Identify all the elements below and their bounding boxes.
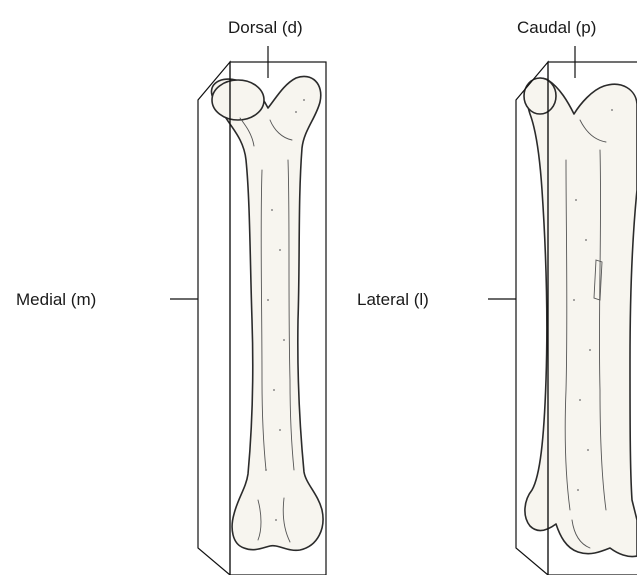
left-femur-view: Dorsal (d) Medial (m) [16, 18, 326, 575]
right-side-label: Lateral (l) [357, 290, 429, 309]
right-femur-view: Caudal (p) Lateral (l) [357, 18, 637, 575]
left-femur-drawing [211, 76, 323, 550]
right-femur-drawing [524, 78, 637, 557]
left-side-plane [198, 62, 230, 575]
left-top-label: Dorsal (d) [228, 18, 303, 37]
left-side-label: Medial (m) [16, 290, 96, 309]
right-top-label: Caudal (p) [517, 18, 596, 37]
